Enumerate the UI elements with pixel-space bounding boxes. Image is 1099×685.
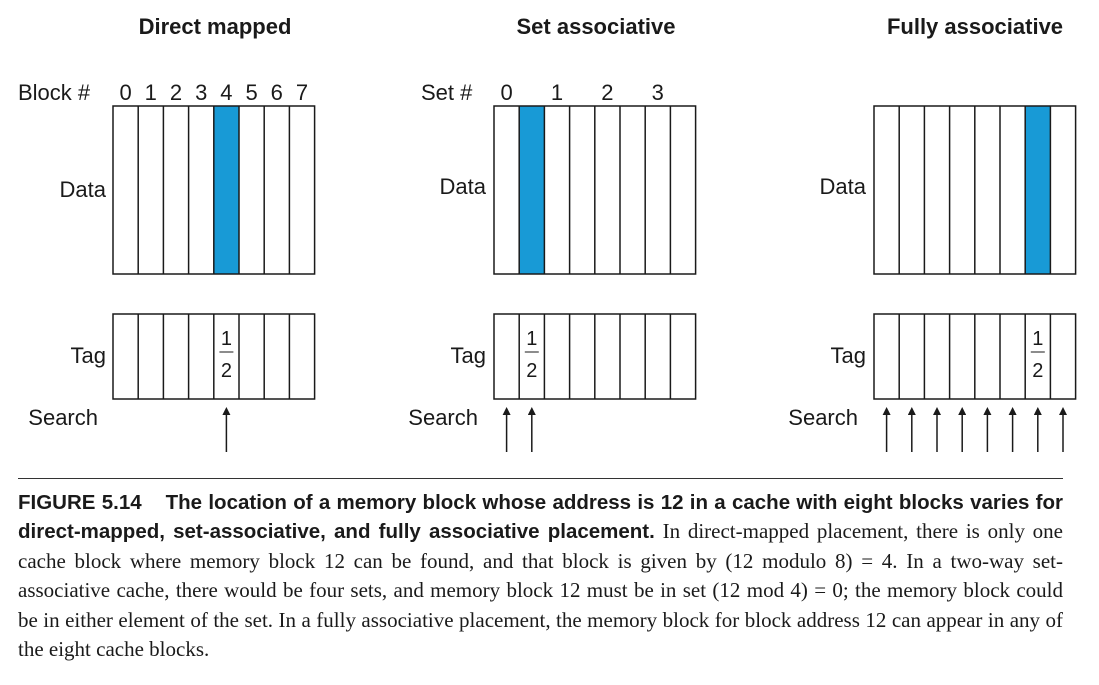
search-arrows — [882, 407, 1067, 452]
search-label: Search — [408, 405, 478, 430]
data-label: Data — [60, 177, 107, 202]
data-array — [873, 105, 1077, 275]
index-number: 6 — [271, 80, 283, 105]
caption-title: The location of a memory block whose add… — [18, 491, 1063, 544]
index-numbers: 0 1 2 3 — [500, 80, 663, 105]
index-number: 2 — [170, 80, 182, 105]
index-number: 3 — [195, 80, 207, 105]
caption-body: In direct-mapped placement, there is onl… — [18, 519, 1064, 662]
panel-title: Direct mapped — [139, 14, 292, 39]
tag-array: 12 — [873, 313, 1077, 400]
tag-digit: 1 — [221, 328, 232, 350]
index-label: Block # — [18, 80, 91, 105]
index-label: Set # — [421, 80, 473, 105]
panel-title: Set associative — [517, 14, 676, 39]
highlighted-block — [213, 106, 239, 274]
data-array — [112, 105, 316, 275]
data-array — [493, 105, 697, 275]
index-number: 4 — [220, 80, 232, 105]
index-number: 7 — [296, 80, 308, 105]
data-label: Data — [440, 174, 487, 199]
index-number: 0 — [500, 80, 512, 105]
tag-label: Tag — [831, 343, 866, 368]
index-number: 3 — [652, 80, 664, 105]
figure-number: FIGURE 5.14 — [18, 491, 142, 514]
tag-digit: 2 — [1032, 360, 1043, 382]
index-number: 0 — [119, 80, 131, 105]
caption-divider — [18, 478, 1063, 479]
panel-title: Fully associative — [887, 14, 1063, 39]
highlighted-block — [1025, 106, 1051, 274]
tag-digit: 2 — [526, 360, 537, 382]
tag-label: Tag — [451, 343, 486, 368]
tag-label: Tag — [71, 343, 106, 368]
search-arrows — [502, 407, 536, 452]
tag-digit: 2 — [221, 360, 232, 382]
panel-fully-associative: Fully associative Data Tag Search 12 — [788, 14, 1077, 452]
search-label: Search — [28, 405, 98, 430]
index-number: 1 — [551, 80, 563, 105]
highlighted-block — [519, 106, 545, 274]
index-number: 1 — [145, 80, 157, 105]
tag-digit: 1 — [526, 328, 537, 350]
tag-array: 12 — [112, 313, 316, 400]
tag-digit: 1 — [1032, 328, 1043, 350]
index-number: 5 — [245, 80, 257, 105]
tag-array: 12 — [493, 313, 697, 400]
index-number: 2 — [601, 80, 613, 105]
data-label: Data — [820, 174, 867, 199]
search-label: Search — [788, 405, 858, 430]
